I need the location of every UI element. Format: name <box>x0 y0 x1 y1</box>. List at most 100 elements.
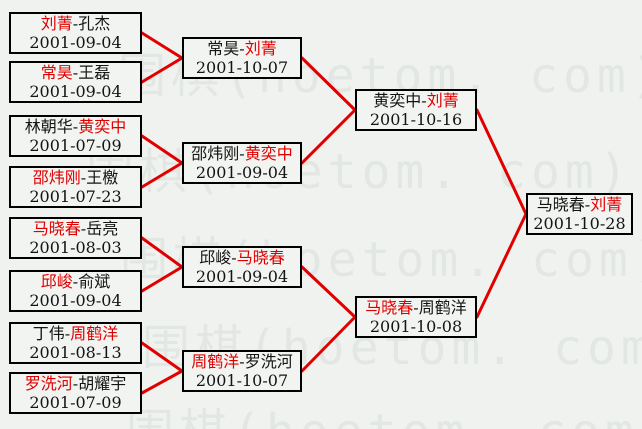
player-separator: - <box>239 352 245 371</box>
match-date: 2001-09-04 <box>195 163 289 182</box>
connector-line <box>140 369 184 395</box>
player-name: 马晓春 <box>536 195 585 214</box>
match-date: 2001-08-13 <box>29 343 122 362</box>
player-name: 常昊 <box>40 63 73 82</box>
player-name: 刘菁 <box>426 91 459 110</box>
player-name: 胡耀宇 <box>78 374 127 393</box>
player-name: 邱峻 <box>199 248 232 267</box>
match-players: 林朝华-黄奕中 <box>25 117 126 136</box>
match-box: 黄奕中-刘菁 2001-10-16 <box>355 89 477 131</box>
player-name: 邵炜刚 <box>191 144 240 163</box>
player-name: 罗洗河 <box>24 374 73 393</box>
player-separator: - <box>72 272 79 291</box>
player-separator: - <box>80 219 87 238</box>
match-players: 邱峻-俞斌 <box>41 272 110 291</box>
match-date: 2001-10-16 <box>369 110 463 129</box>
player-separator: - <box>72 14 79 33</box>
player-name: 邱峻 <box>40 272 73 291</box>
match-box: 邵炜刚-黄奕中 2001-09-04 <box>182 142 302 184</box>
connector-line <box>140 341 184 373</box>
connector-line <box>140 31 184 60</box>
match-players: 邵炜刚-黄奕中 <box>191 144 292 163</box>
connector-line <box>300 265 357 319</box>
match-box: 周鹤洋-罗洗河 2001-10-07 <box>182 350 302 392</box>
player-separator: - <box>584 195 591 214</box>
match-date: 2001-10-07 <box>195 58 289 77</box>
match-box-final: 马晓春-刘菁 2001-10-28 <box>526 193 633 235</box>
match-players: 邱峻-马晓春 <box>199 248 284 267</box>
match-box: 林朝华-黄奕中 2001-07-09 <box>9 115 142 157</box>
player-name: 罗洗河 <box>244 352 293 371</box>
connector-line <box>140 265 184 293</box>
player-name: 刘菁 <box>590 195 623 214</box>
match-players: 常昊-王磊 <box>41 63 110 82</box>
match-players: 罗洗河-胡耀宇 <box>25 374 126 393</box>
player-name: 常昊 <box>207 39 240 58</box>
match-date: 2001-07-09 <box>29 393 122 412</box>
player-separator: - <box>80 168 87 187</box>
match-date: 2001-09-04 <box>29 82 122 101</box>
match-date: 2001-09-04 <box>29 33 122 52</box>
watermark-text: 围棋(hoetom. com) <box>86 144 633 200</box>
match-box: 邱峻-马晓春 2001-09-04 <box>182 246 302 288</box>
match-box: 丁伟-周鹤洋 2001-08-13 <box>9 322 142 364</box>
player-separator: - <box>239 144 245 163</box>
match-date: 2001-08-03 <box>29 238 122 257</box>
player-name: 马晓春 <box>365 298 414 317</box>
player-name: 马晓春 <box>32 219 81 238</box>
match-box: 马晓春-岳亮 2001-08-03 <box>9 217 142 259</box>
player-separator: - <box>421 91 427 110</box>
player-separator: - <box>72 374 79 393</box>
match-players: 马晓春-周鹤洋 <box>365 298 466 317</box>
match-players: 马晓春-岳亮 <box>33 219 118 238</box>
match-box: 刘菁-孔杰 2001-09-04 <box>9 12 142 54</box>
player-name: 刘菁 <box>244 39 277 58</box>
connector-line <box>140 56 184 84</box>
player-name: 丁伟 <box>32 324 65 343</box>
match-date: 2001-09-04 <box>195 267 289 286</box>
player-name: 岳亮 <box>86 219 119 238</box>
match-box: 罗洗河-胡耀宇 2001-07-09 <box>9 372 142 414</box>
player-separator: - <box>72 117 79 136</box>
match-players: 丁伟-周鹤洋 <box>33 324 118 343</box>
player-name: 马晓春 <box>236 248 285 267</box>
player-name: 刘菁 <box>40 14 73 33</box>
match-box: 常昊-王磊 2001-09-04 <box>9 61 142 103</box>
match-players: 邵炜刚-王檄 <box>33 168 118 187</box>
match-players: 马晓春-刘菁 <box>537 195 622 214</box>
match-players: 刘菁-孔杰 <box>41 14 110 33</box>
player-separator: - <box>72 63 79 82</box>
player-name: 孔杰 <box>78 14 111 33</box>
player-name: 林朝华 <box>24 117 73 136</box>
match-date: 2001-07-09 <box>29 136 122 155</box>
player-separator: - <box>64 324 71 343</box>
connector-line <box>140 161 184 189</box>
connector-line <box>475 108 528 216</box>
player-name: 黄奕中 <box>244 144 293 163</box>
match-date: 2001-10-07 <box>195 371 289 390</box>
player-name: 周鹤洋 <box>70 324 119 343</box>
player-name: 王檄 <box>86 168 119 187</box>
match-players: 黄奕中-刘菁 <box>373 91 458 110</box>
connector-line <box>300 56 357 112</box>
player-name: 王磊 <box>78 63 111 82</box>
player-name: 邵炜刚 <box>32 168 81 187</box>
match-date: 2001-09-04 <box>29 291 122 310</box>
watermark-text: 围棋(hoetom. com) <box>126 392 642 429</box>
match-date: 2001-10-08 <box>369 317 463 336</box>
match-box: 邵炜刚-王檄 2001-07-23 <box>9 166 142 208</box>
player-separator: - <box>413 298 419 317</box>
connector-line <box>140 236 184 269</box>
match-players: 常昊-刘菁 <box>207 39 276 58</box>
match-date: 2001-07-23 <box>29 187 122 206</box>
connector-line <box>140 134 184 165</box>
match-date: 2001-10-28 <box>533 214 626 233</box>
player-separator: - <box>231 248 237 267</box>
player-name: 俞斌 <box>78 272 111 291</box>
player-separator: - <box>239 39 245 58</box>
match-box: 邱峻-俞斌 2001-09-04 <box>9 270 142 312</box>
match-box: 马晓春-周鹤洋 2001-10-08 <box>355 296 477 338</box>
match-players: 周鹤洋-罗洗河 <box>191 352 292 371</box>
